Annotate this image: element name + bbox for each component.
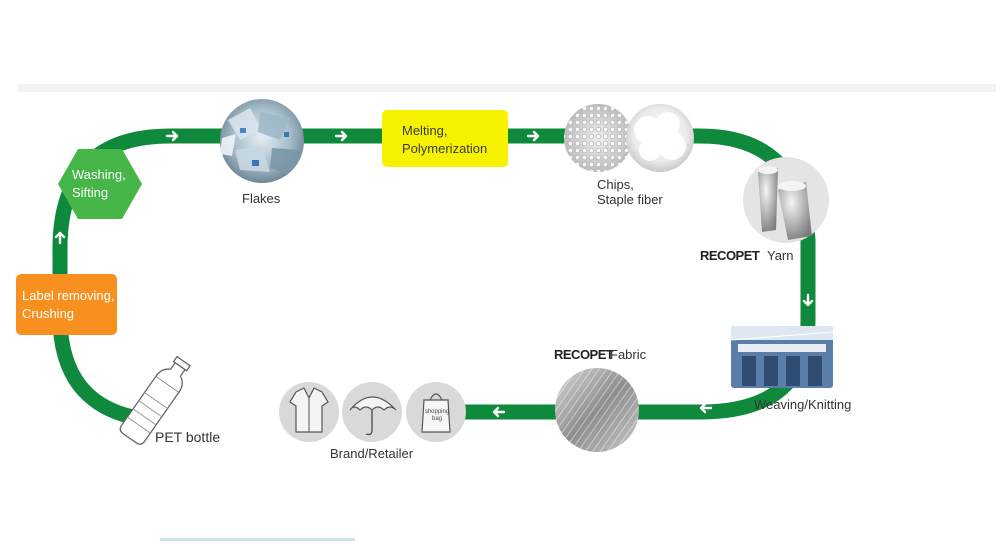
pet-bottle-icon — [119, 355, 192, 445]
arrow-right-icon — [334, 130, 348, 142]
staple-fiber-image — [626, 104, 694, 172]
washing-label: Washing,Sifting — [72, 167, 126, 200]
chips-image — [564, 104, 632, 172]
yarn-caption: Yarn — [767, 248, 794, 263]
weaving-knitting-image — [731, 326, 833, 388]
shopping-bag-text: shopping bag — [424, 409, 450, 422]
fabric-caption: Fabric — [610, 347, 647, 362]
arrow-down-right-icon — [721, 145, 733, 156]
label-removing-label: Label removing,Crushing — [22, 288, 115, 321]
melting-label: Melting,Polymerization — [402, 123, 488, 156]
label-removing-box — [16, 274, 117, 335]
recopet-logo-fabric: RECOPET — [554, 347, 614, 362]
fabric-image — [555, 368, 639, 452]
flakes-caption: Flakes — [242, 191, 281, 206]
coat-icon — [279, 382, 339, 442]
header-strip — [18, 84, 996, 92]
recopet-logo-yarn: RECOPET — [700, 248, 760, 263]
arrow-left-icon — [492, 406, 506, 418]
yarn-image — [743, 157, 829, 243]
chips-caption: Chips,Staple fiber — [597, 177, 663, 207]
brand-retailer-caption: Brand/Retailer — [330, 446, 414, 461]
arrow-up-icon — [54, 231, 66, 245]
umbrella-icon — [342, 382, 402, 442]
arrow-right-icon — [526, 130, 540, 142]
melting-box — [382, 110, 508, 167]
footer-watermark-strip — [160, 538, 355, 541]
process-track — [52, 128, 816, 428]
direction-arrows — [54, 130, 814, 418]
arrow-right-icon — [165, 130, 179, 142]
arrow-down-icon — [802, 293, 814, 307]
pet-bottle-caption: PET bottle — [155, 429, 221, 445]
shopping-bag-icon — [406, 382, 466, 442]
arrow-left-icon — [699, 402, 713, 414]
washing-hexagon — [58, 149, 142, 219]
weaving-caption: Weaving/Knitting — [754, 397, 852, 412]
arrow-up-icon — [90, 364, 101, 376]
flakes-image — [220, 99, 304, 183]
